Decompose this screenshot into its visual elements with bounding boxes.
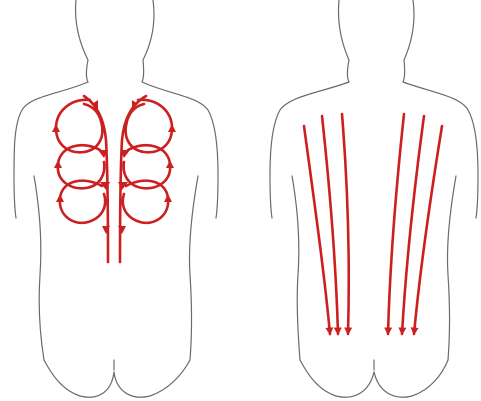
spine-stroke-left bbox=[84, 96, 108, 262]
left-circular-strokes bbox=[52, 96, 176, 262]
arrowhead-right-side-1 bbox=[168, 124, 176, 132]
right-figure-head-right-edge bbox=[403, 0, 414, 82]
down-stroke-right-2 bbox=[402, 116, 424, 334]
arrowhead-left-side-2 bbox=[54, 160, 62, 168]
right-downward-strokes bbox=[304, 114, 442, 334]
right-figure-left-shoulder bbox=[270, 82, 349, 218]
left-figure-buttocks bbox=[44, 360, 190, 397]
right-figure-right-torso bbox=[447, 176, 456, 360]
circle-stroke-right-lower bbox=[123, 181, 168, 223]
down-stroke-left-3 bbox=[342, 114, 349, 334]
down-stroke-left-2 bbox=[322, 116, 338, 334]
arrowhead-left-side-3 bbox=[56, 194, 64, 202]
right-figure-head-left-edge bbox=[338, 0, 349, 82]
spine-stroke-right bbox=[120, 96, 146, 262]
left-back-figure bbox=[14, 0, 218, 397]
arrowhead-right-side-3 bbox=[164, 194, 172, 202]
down-stroke-right-1 bbox=[388, 114, 404, 334]
arrowhead-left-side-1 bbox=[52, 124, 60, 132]
left-figure-head-right-edge bbox=[142, 0, 154, 82]
left-figure-left-shoulder bbox=[14, 82, 88, 218]
circle-stroke-left-lower bbox=[60, 181, 105, 223]
arrowhead-right-side-2 bbox=[166, 160, 174, 168]
left-figure-left-torso bbox=[34, 176, 44, 360]
left-figure-right-torso bbox=[189, 176, 198, 360]
left-figure-head-left-edge bbox=[76, 0, 88, 82]
right-back-figure bbox=[270, 0, 478, 397]
right-figure-left-torso bbox=[292, 176, 300, 360]
